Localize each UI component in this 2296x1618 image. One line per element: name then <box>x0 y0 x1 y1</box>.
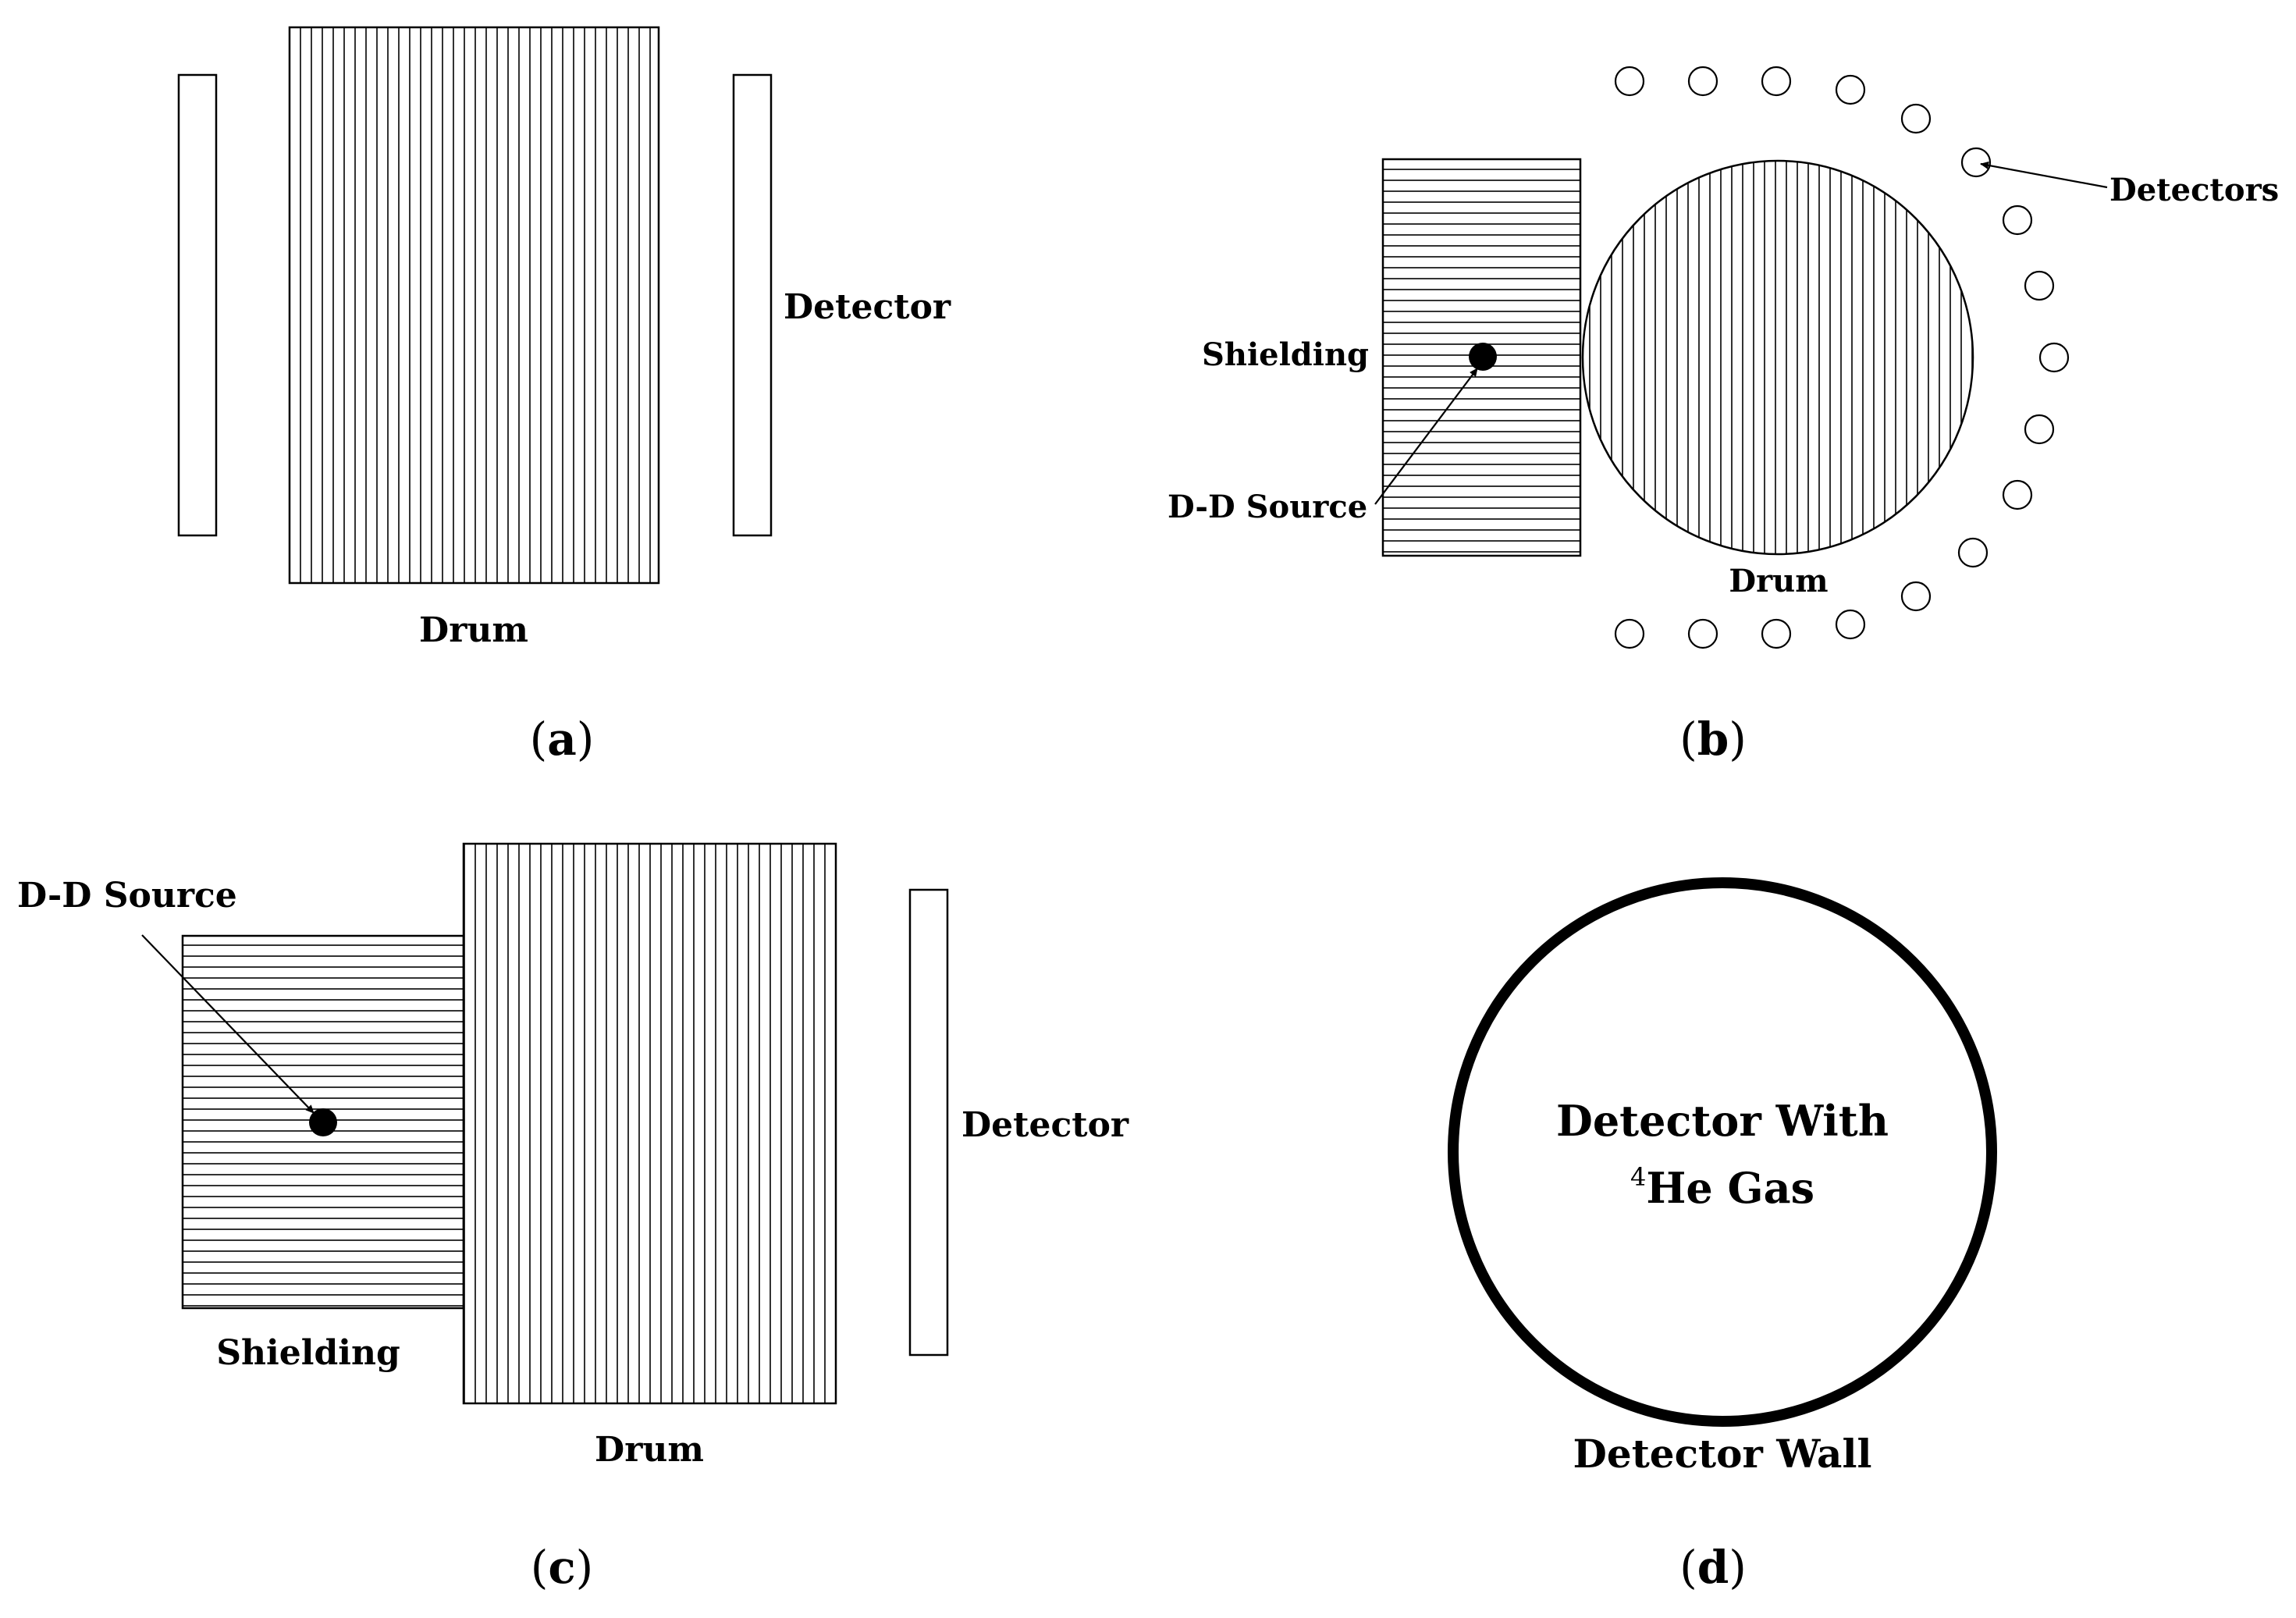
svg-text:(b): (b) <box>1679 713 1747 766</box>
panel-c-drum <box>462 842 837 1405</box>
svg-text:(d): (d) <box>1679 1541 1747 1594</box>
panel-b-detector-circle <box>1960 147 1992 178</box>
panel-b-detector-circle <box>1835 74 1866 105</box>
panel-c-detector <box>908 888 949 1357</box>
panel-b-drum-label: Drum <box>1729 563 1828 599</box>
panel-c-caption-letter: c <box>548 1541 575 1594</box>
panel-d: Detector With 4He Gas Detector Wall (d) <box>1448 877 1997 1594</box>
panel-d-caption: (d) <box>1679 1541 1747 1594</box>
panel-c-drum-label: Drum <box>595 1430 704 1470</box>
panel-a-drum-label: Drum <box>419 610 528 650</box>
panel-b-detector-circle <box>1614 66 1645 97</box>
panel-b-detector-circle <box>1835 609 1866 640</box>
panel-c-shielding-label: Shielding <box>216 1333 400 1373</box>
panel-c-source-dot <box>309 1108 337 1136</box>
panel-a-drum <box>288 26 660 585</box>
panel-b-source-label: D-D Source <box>1168 489 1367 525</box>
panel-d-inner-line1: Detector With <box>1556 1096 1889 1146</box>
panel-b-shielding-label: Shielding <box>1202 336 1369 373</box>
panel-d-inner-line2-group: 4He Gas <box>1630 1162 1814 1213</box>
panel-b-detector-circle <box>1614 618 1645 649</box>
panel-a-caption: (a) <box>530 713 595 766</box>
panel-b: Detectors Shielding D-D Source Drum (b) <box>1168 66 2279 766</box>
panel-b-detector-ring <box>1614 66 2070 649</box>
panel-b-detector-circle <box>2024 414 2055 445</box>
panel-a: Detector Drum (a) <box>177 26 951 766</box>
panel-c-shielding <box>181 934 465 1310</box>
panel-d-superscript: 4 <box>1630 1162 1646 1192</box>
panel-b-detector-circle <box>2024 270 2055 301</box>
panel-b-detectors-arrow <box>1980 161 2108 189</box>
panel-a-left-detector <box>177 73 218 537</box>
panel-a-detector-label: Detector <box>784 287 951 327</box>
panel-b-source-arrow <box>1374 368 1478 505</box>
panel-b-caption-letter: b <box>1697 713 1729 766</box>
panel-b-caption: (b) <box>1679 713 1747 766</box>
panel-b-detector-circle <box>1761 618 1792 649</box>
panel-c-caption: (c) <box>531 1541 594 1594</box>
panel-a-right-detector <box>732 73 773 537</box>
svg-text:(a): (a) <box>530 713 595 766</box>
panel-b-detector-circle <box>2038 342 2070 373</box>
panel-b-detector-circle <box>1900 581 1932 612</box>
panel-b-detector-circle <box>1900 103 1932 134</box>
panel-b-source-dot <box>1469 343 1497 371</box>
panel-b-detector-circle <box>1687 618 1718 649</box>
panel-d-inner-line2: He Gas <box>1646 1163 1814 1213</box>
panel-a-caption-letter: a <box>547 713 577 766</box>
panel-c: D-D Source Detector Shielding Drum (c) <box>17 842 1129 1594</box>
panel-c-source-arrow <box>141 934 315 1114</box>
panel-b-detector-circle <box>1957 537 1989 568</box>
panel-d-caption-letter: d <box>1697 1541 1729 1594</box>
panel-b-detectors-label: Detectors <box>2109 172 2279 208</box>
panel-c-detector-label: Detector <box>961 1105 1129 1145</box>
panel-d-detector-wall <box>1448 877 1997 1427</box>
svg-text:(c): (c) <box>531 1541 594 1594</box>
panel-c-source-label: D-D Source <box>17 876 237 916</box>
panel-b-detector-circle <box>2002 204 2033 236</box>
panel-b-detector-circle <box>1761 66 1792 97</box>
panel-b-detector-circle <box>2002 479 2033 510</box>
panel-b-drum <box>1581 159 1974 556</box>
panel-d-wall-label: Detector Wall <box>1573 1431 1872 1477</box>
panel-b-detector-circle <box>1687 66 1718 97</box>
